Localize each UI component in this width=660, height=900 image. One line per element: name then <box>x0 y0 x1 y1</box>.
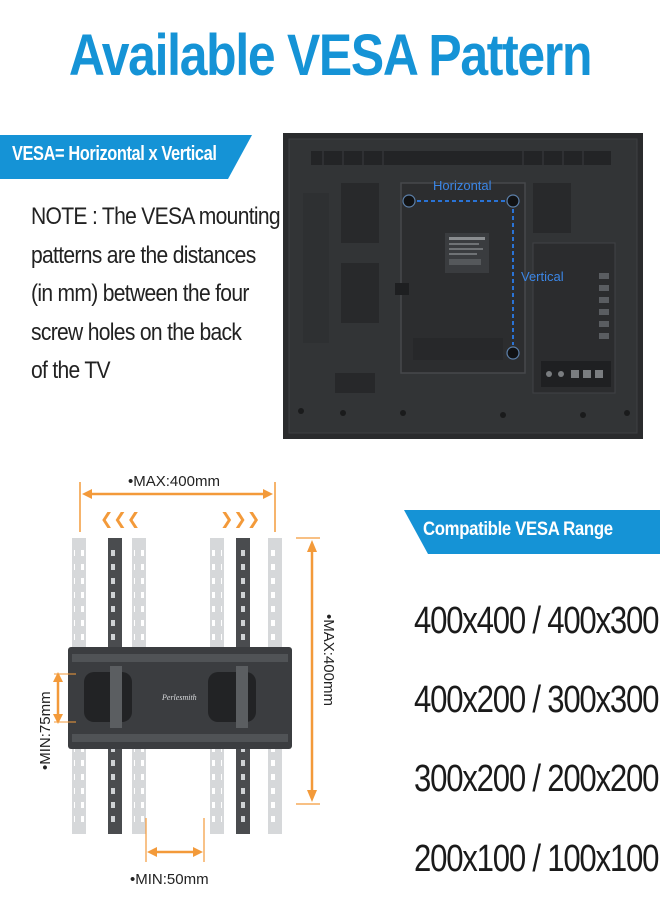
min-vertical-label: •MIN:75mm <box>37 691 54 770</box>
note-line: screw holes on the back <box>31 318 242 346</box>
max-vertical-label: •MAX:400mm <box>320 614 337 706</box>
vesa-range-item: 400x400 / 400x300 <box>414 600 659 642</box>
max-horizontal-label: •MAX:400mm <box>128 473 220 490</box>
brand-logo: Perlesmith <box>161 693 197 702</box>
min-horizontal-label: •MIN:50mm <box>130 871 209 888</box>
vesa-banner <box>0 135 252 179</box>
vesa-range-item: 300x200 / 200x200 <box>414 758 659 800</box>
note-line: NOTE : The VESA mounting <box>31 203 281 230</box>
page-title: Available VESA Pattern <box>68 23 593 88</box>
tv-back-image: Horizontal Vertical <box>283 133 643 439</box>
note-line: (in mm) between the four <box>31 280 249 307</box>
range-banner <box>404 510 660 554</box>
note-line: of the TV <box>31 357 111 384</box>
svg-text:❮❮❮: ❮❮❮ <box>100 509 140 528</box>
range-banner-text: Compatible VESA Range <box>423 518 613 540</box>
svg-text:❯❯❯: ❯❯❯ <box>220 509 260 528</box>
tv-horizontal-label: Horizontal <box>433 178 492 193</box>
vesa-range-item: 400x200 / 300x300 <box>414 679 659 721</box>
note-line: patterns are the distances <box>31 241 256 269</box>
mount-diagram: •MAX:400mm ❮❮❮ ❯❯❯ Perlesmith •MIN:75mm … <box>37 473 337 888</box>
vesa-range-item: 200x100 / 100x100 <box>414 838 659 880</box>
vesa-note: NOTE : The VESA mounting patterns are th… <box>31 198 281 391</box>
tv-vertical-label: Vertical <box>521 269 564 284</box>
vesa-banner-text: VESA= Horizontal x Vertical <box>12 143 217 165</box>
